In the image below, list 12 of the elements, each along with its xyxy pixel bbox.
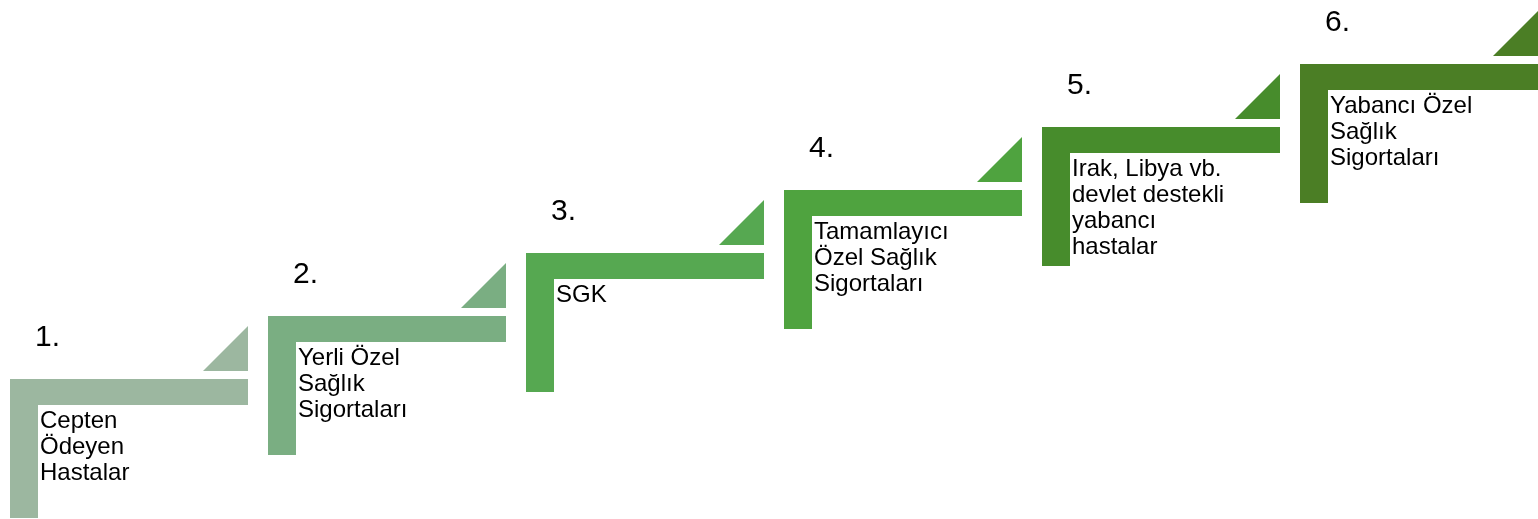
step-number: 3. bbox=[551, 193, 577, 227]
step-label: Tamamlayıcı Özel Sağlık Sigortaları bbox=[814, 218, 950, 296]
step-number: 1. bbox=[35, 319, 61, 353]
step-number: 6. bbox=[1325, 4, 1351, 38]
step-label: SGK bbox=[556, 281, 608, 307]
step-number: 2. bbox=[293, 256, 319, 290]
step-label: Irak, Libya vb. devlet destekli yabancı hastalar bbox=[1072, 155, 1226, 259]
step-label: Yabancı Özel Sağlık Sigortaları bbox=[1330, 92, 1474, 170]
step-label: Cepten Ödeyen Hastalar bbox=[40, 407, 131, 485]
step-number: 5. bbox=[1067, 67, 1093, 101]
step-label: Yerli Özel Sağlık Sigortaları bbox=[298, 344, 409, 422]
step-number: 4. bbox=[809, 130, 835, 164]
